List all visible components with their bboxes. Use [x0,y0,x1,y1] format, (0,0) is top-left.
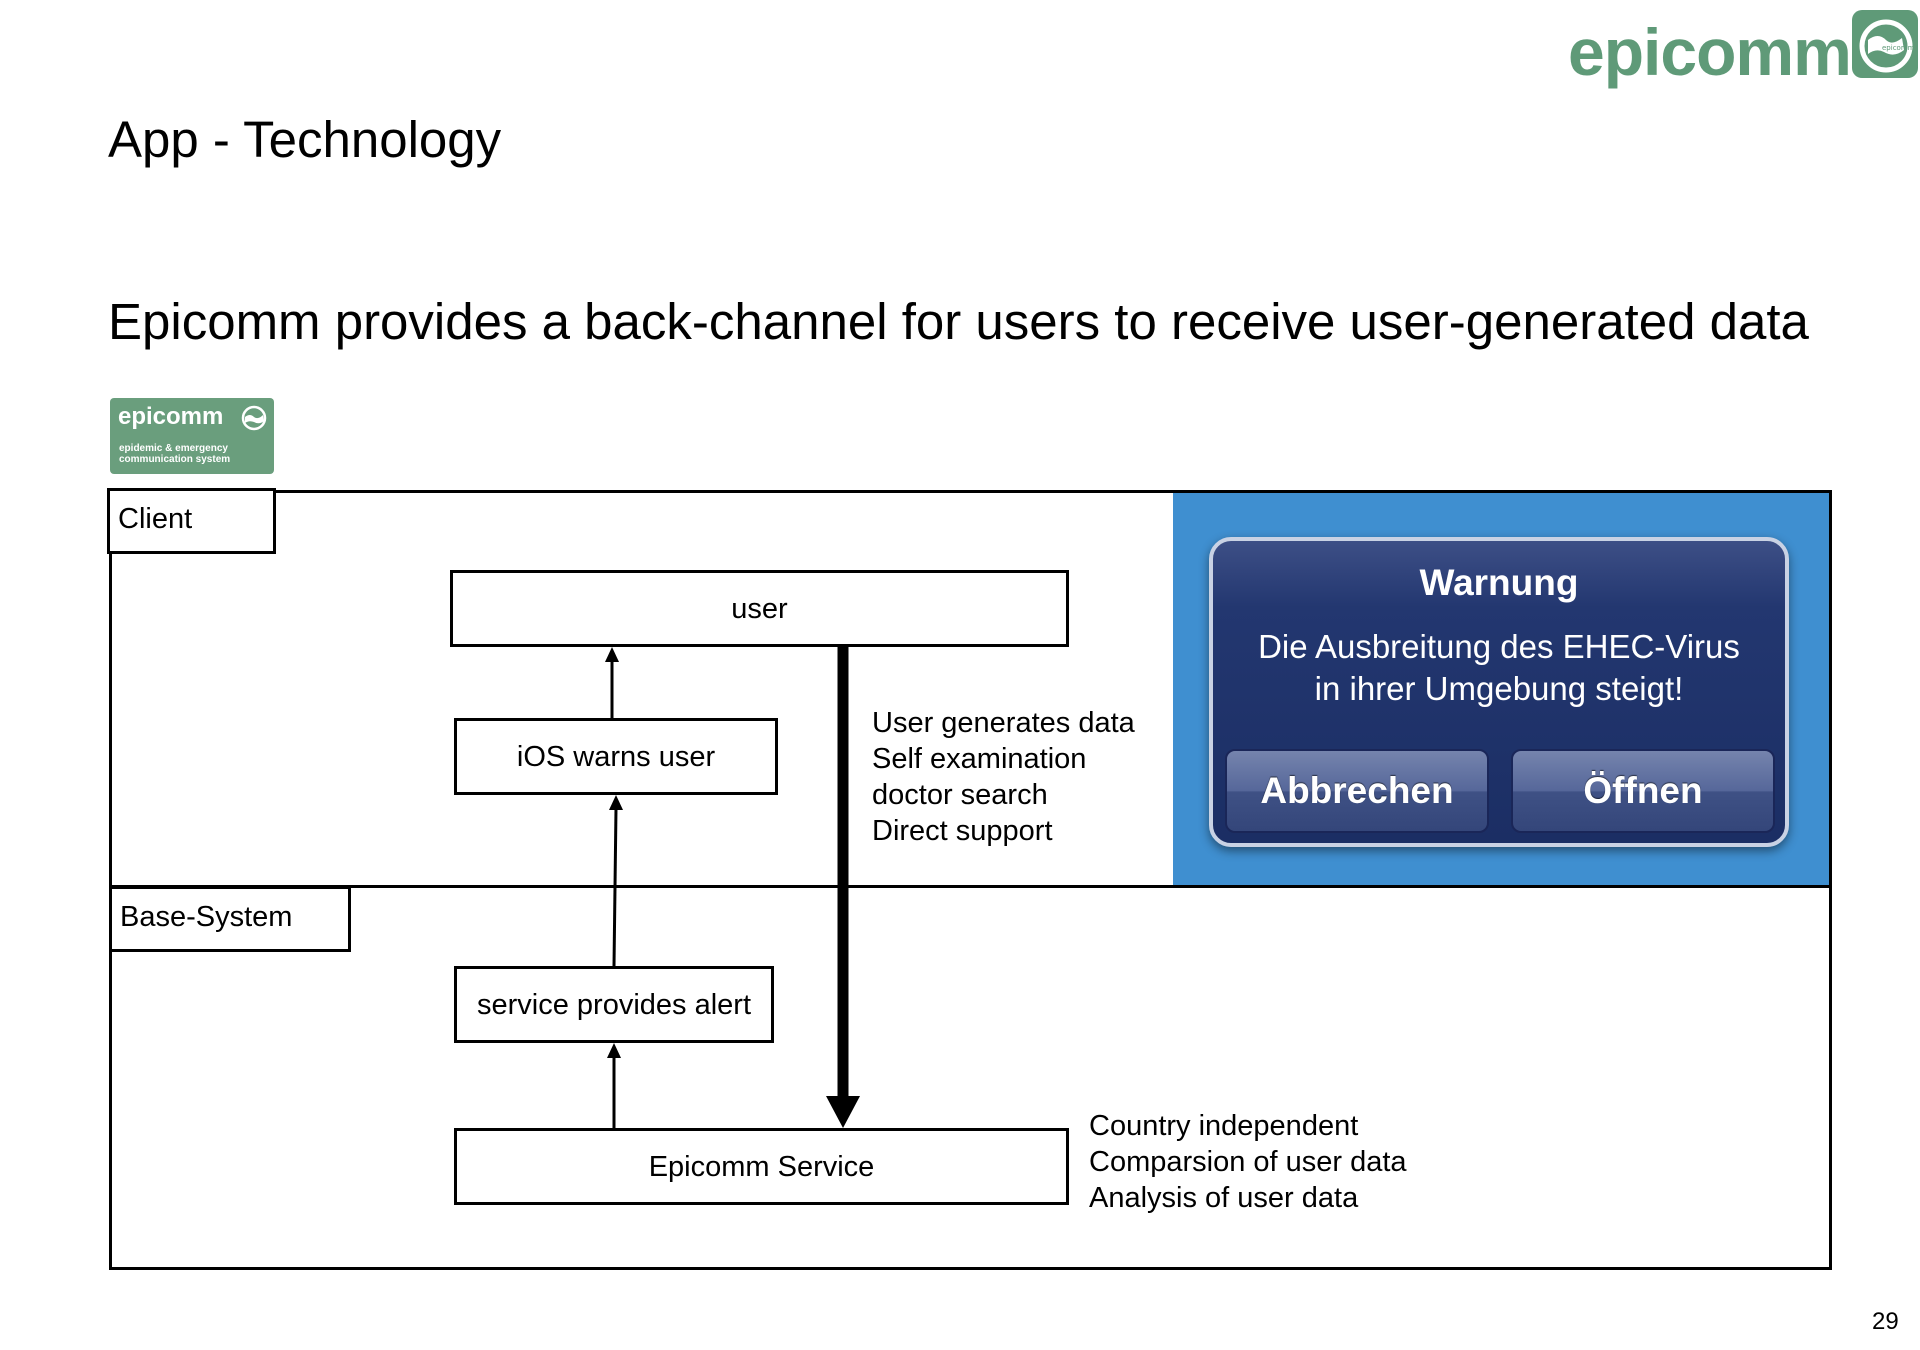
badge-tagline-line2: communication system [119,454,231,465]
alert-title: Warnung [1419,562,1579,603]
node-ios-warns-user: iOS warns user [454,718,778,795]
alert-message-line2: in ihrer Umgebung steigt! [1314,670,1684,707]
alert-message: Die Ausbreitung des EHEC-Virus in ihrer … [1213,626,1785,710]
arrowhead-user [605,647,619,662]
globe-logo-icon: epicomm [1852,10,1918,78]
diagram-frame [109,490,1832,1270]
alert-message-line1: Die Ausbreitung des EHEC-Virus [1258,628,1740,665]
slide-subtitle: Epicomm provides a back-channel for user… [108,293,1809,350]
client-base-divider [109,885,1832,888]
badge-tagline: epidemic & emergency communication syste… [119,443,230,465]
base-system-label: Base-System [109,886,351,952]
client-label: Client [107,488,276,554]
ios-alert-screenshot: Warnung Die Ausbreitung des EHEC-Virus i… [1173,493,1829,885]
page-number: 29 [1872,1308,1899,1335]
arrowhead-ios [609,795,623,810]
base-note: Country independent [1089,1110,1359,1142]
base-note: Comparsion of user data [1089,1146,1407,1178]
client-note: User generates data [872,707,1135,739]
client-note: Self examination [872,743,1087,775]
node-service-provides-alert: service provides alert [454,966,774,1043]
base-note: Analysis of user data [1089,1182,1359,1214]
badge-wordmark: epicomm [118,403,224,430]
slide-title: App - Technology [108,111,502,168]
base-notes: Country independent Comparsion of user d… [1089,1108,1407,1216]
logo-text: epicomm [1882,44,1915,52]
cancel-button[interactable]: Abbrechen [1225,749,1489,833]
brand-wordmark: epicomm [1568,15,1852,89]
arrow-alert-to-ios [612,807,618,967]
client-note: Direct support [872,815,1053,847]
arrowhead-alert [607,1043,621,1058]
ios-alert-dialog: Warnung Die Ausbreitung des EHEC-Virus i… [1209,537,1789,847]
globe-icon [241,405,267,431]
badge-tagline-line1: epidemic & emergency [119,443,228,454]
client-note: doctor search [872,779,1048,811]
epicomm-badge: epicomm epidemic & emergency communicati… [110,398,274,474]
open-button[interactable]: Öffnen [1511,749,1775,833]
node-epicomm-service: Epicomm Service [454,1128,1069,1205]
node-user: user [450,570,1069,647]
client-notes: User generates data Self examination doc… [872,705,1135,849]
arrowhead-service [826,1096,860,1128]
